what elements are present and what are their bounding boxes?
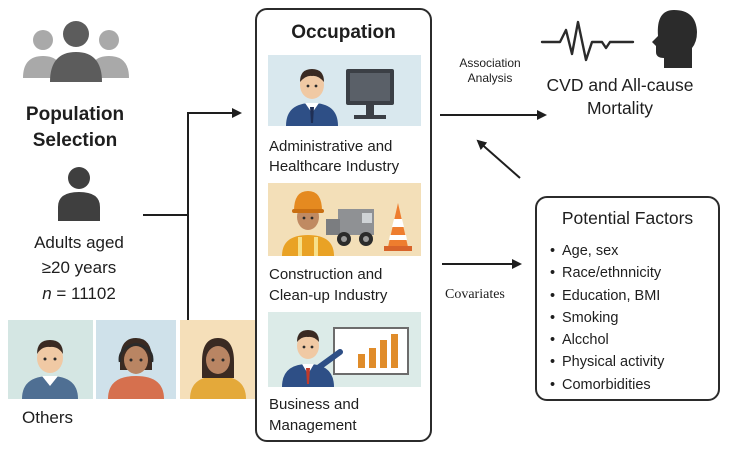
factor-item: • Physical activity: [550, 351, 664, 373]
factor-item-label: Alcchol: [562, 332, 609, 349]
factor-item: • Alcchol: [550, 329, 664, 351]
outcome-line2: Mortality: [586, 98, 654, 118]
others-label: Others: [22, 408, 74, 427]
bullet-glyph: •: [550, 354, 556, 371]
sample-size: n = 11102: [0, 284, 158, 304]
bullet-glyph: •: [550, 243, 556, 259]
sample-size-value: = 11102: [51, 284, 116, 303]
business-management-image: [268, 312, 421, 387]
factor-item-label: Physical activity: [562, 354, 665, 371]
factor-item-label: Age, sex: [562, 243, 619, 259]
factor-item-label: Comorbidities: [562, 376, 651, 393]
category-label-admin-line2: Healthcare Industry: [269, 158, 400, 175]
association-label-line2: Analysis: [467, 71, 513, 85]
bullet-glyph: •: [550, 309, 556, 326]
admin-healthcare-image: [268, 55, 421, 126]
factor-item-label: Race/ethnnicity: [562, 265, 662, 282]
sample-size-n: n: [42, 284, 52, 303]
potential-factors-title: Potential Factors: [561, 208, 694, 228]
factor-item: • Race/ethnnicity: [550, 262, 664, 284]
person-tile-2: [96, 320, 176, 399]
factor-item: • Comorbidities: [550, 374, 664, 396]
bullet-glyph: •: [550, 265, 556, 282]
covariates-label: Covariates: [445, 287, 505, 302]
adults-aged-line2: ≥20 years: [41, 258, 117, 277]
factor-item: • Education, BMI: [550, 285, 664, 307]
person-tile-1: [8, 320, 93, 399]
factor-item: • Smoking: [550, 307, 664, 329]
head-silhouette-icon: [652, 10, 697, 68]
single-person-icon: [58, 167, 100, 221]
factor-item-label: Education, BMI: [562, 287, 661, 304]
association-label-line1: Association: [459, 56, 521, 70]
adults-aged-line1: Adults aged: [34, 233, 124, 252]
population-title-line2: Selection: [32, 130, 118, 151]
bullet-glyph: •: [550, 376, 556, 393]
category-label-admin-line1: Administrative and: [269, 138, 393, 155]
factor-item-label: Smoking: [562, 309, 619, 326]
bullet-glyph: •: [550, 287, 556, 304]
population-title-line1: Population: [25, 104, 125, 125]
person-tile-3: [180, 320, 255, 399]
category-label-construction-line2: Clean-up Industry: [269, 287, 388, 304]
ecg-heartbeat-icon: [540, 20, 635, 62]
category-label-business-line1: Business and: [269, 396, 360, 413]
factor-item: • Age, sex: [550, 240, 664, 262]
potential-factors-box: [535, 196, 720, 401]
group-people-icon: [23, 21, 129, 82]
occupation-box: [255, 8, 432, 442]
outcome-line1: CVD and All-cause: [546, 75, 694, 95]
bullet-glyph: •: [550, 332, 556, 349]
category-label-construction-line1: Construction and: [269, 266, 383, 283]
construction-cleanup-image: [268, 183, 421, 256]
factors-feedback-arrow: [476, 139, 521, 179]
population-to-occupation-arrow: [143, 108, 255, 341]
occupation-title: Occupation: [291, 22, 396, 43]
category-label-business-line2: Management: [269, 417, 357, 434]
potential-factors-list: • Age, sex • Race/ethnnicity • Education, B…: [550, 240, 664, 396]
